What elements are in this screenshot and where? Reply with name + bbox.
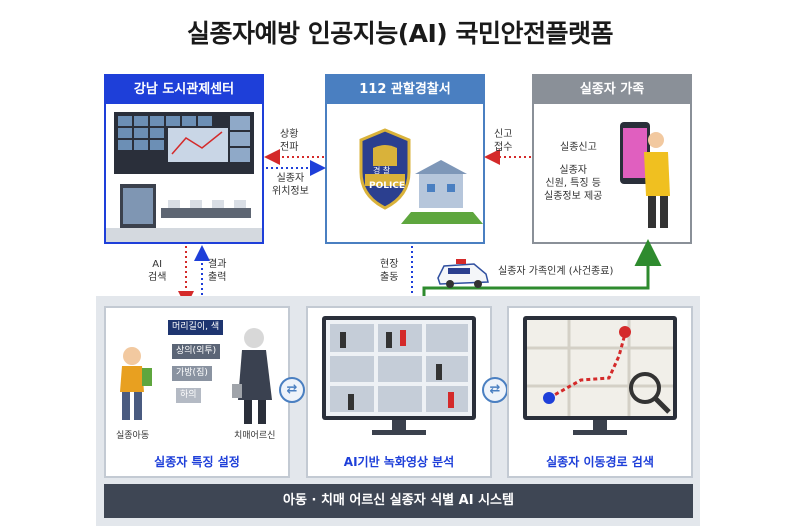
report-receive-label: 신고 접수 bbox=[494, 129, 513, 153]
missing-family-box: 실종자 가족 bbox=[532, 74, 692, 244]
feature-bag-tag: 가방(짐) bbox=[172, 366, 212, 381]
police-car-icon bbox=[437, 259, 489, 288]
ai-search-label: AI 검색 bbox=[148, 259, 167, 283]
feature-setting-panel: 머리길이, 색 상의(외투) 가방(짐) 하의 실종아동 치매어르신 실종자 특… bbox=[104, 306, 290, 478]
family-handover-label: 실종자 가족인계 (사건종료) bbox=[498, 266, 614, 277]
police-illustration bbox=[359, 128, 483, 224]
field-dispatch-label: 현장 출동 bbox=[380, 259, 399, 283]
elder-label: 치매어르신 bbox=[234, 431, 276, 441]
gangnam-box-header: 강남 도시관제센터 bbox=[106, 76, 262, 104]
missing-info-label: 실종자 신원, 특징 등 실종정보 제공 bbox=[544, 165, 603, 202]
missing-location-label: 실종자 위치정보 bbox=[272, 173, 309, 197]
gangnam-control-center-box: 강남 도시관제센터 bbox=[104, 74, 264, 244]
result-output-label: 결과 출력 bbox=[208, 259, 227, 283]
control-room-illustration bbox=[106, 112, 262, 242]
panel-route-title: 실종자 이동경로 검색 bbox=[546, 455, 654, 469]
missing-report-label: 실종신고 bbox=[560, 142, 597, 153]
panel-feature-title: 실종자 특징 설정 bbox=[154, 455, 240, 469]
phone-user-illustration bbox=[620, 122, 670, 228]
feature-top-tag: 상의(외투) bbox=[172, 344, 221, 359]
feature-hair-tag: 머리길이, 색 bbox=[168, 320, 224, 335]
police-box-header: 112 관할경찰서 bbox=[327, 76, 483, 104]
route-search-panel: 실종자 이동경로 검색 bbox=[507, 306, 693, 478]
police-badge-char: 경 찰 bbox=[373, 166, 391, 175]
child-label: 실종아동 bbox=[116, 431, 150, 441]
feature-bottom-tag: 하의 bbox=[176, 388, 201, 403]
map-route-illustration bbox=[523, 316, 677, 435]
monitor-video-grid-illustration bbox=[322, 316, 476, 435]
family-box-header: 실종자 가족 bbox=[534, 76, 690, 104]
arrow-swap-icon: ⇄ bbox=[279, 377, 305, 403]
situation-label: 상황 전파 bbox=[280, 129, 299, 153]
missing-persons-illustration bbox=[120, 328, 272, 424]
page-title: 실종자예방 인공지능(AI) 국민안전플랫폼 bbox=[187, 19, 613, 48]
video-analysis-panel: AI기반 녹화영상 분석 bbox=[306, 306, 492, 478]
panel-video-title: AI기반 녹화영상 분석 bbox=[343, 455, 455, 469]
police-badge-text: POLICE bbox=[369, 181, 406, 191]
arrow-swap-icon-2: ⇄ bbox=[482, 377, 508, 403]
ai-system-footer: 아동 · 치매 어르신 실종자 식별 AI 시스템 bbox=[104, 484, 693, 518]
